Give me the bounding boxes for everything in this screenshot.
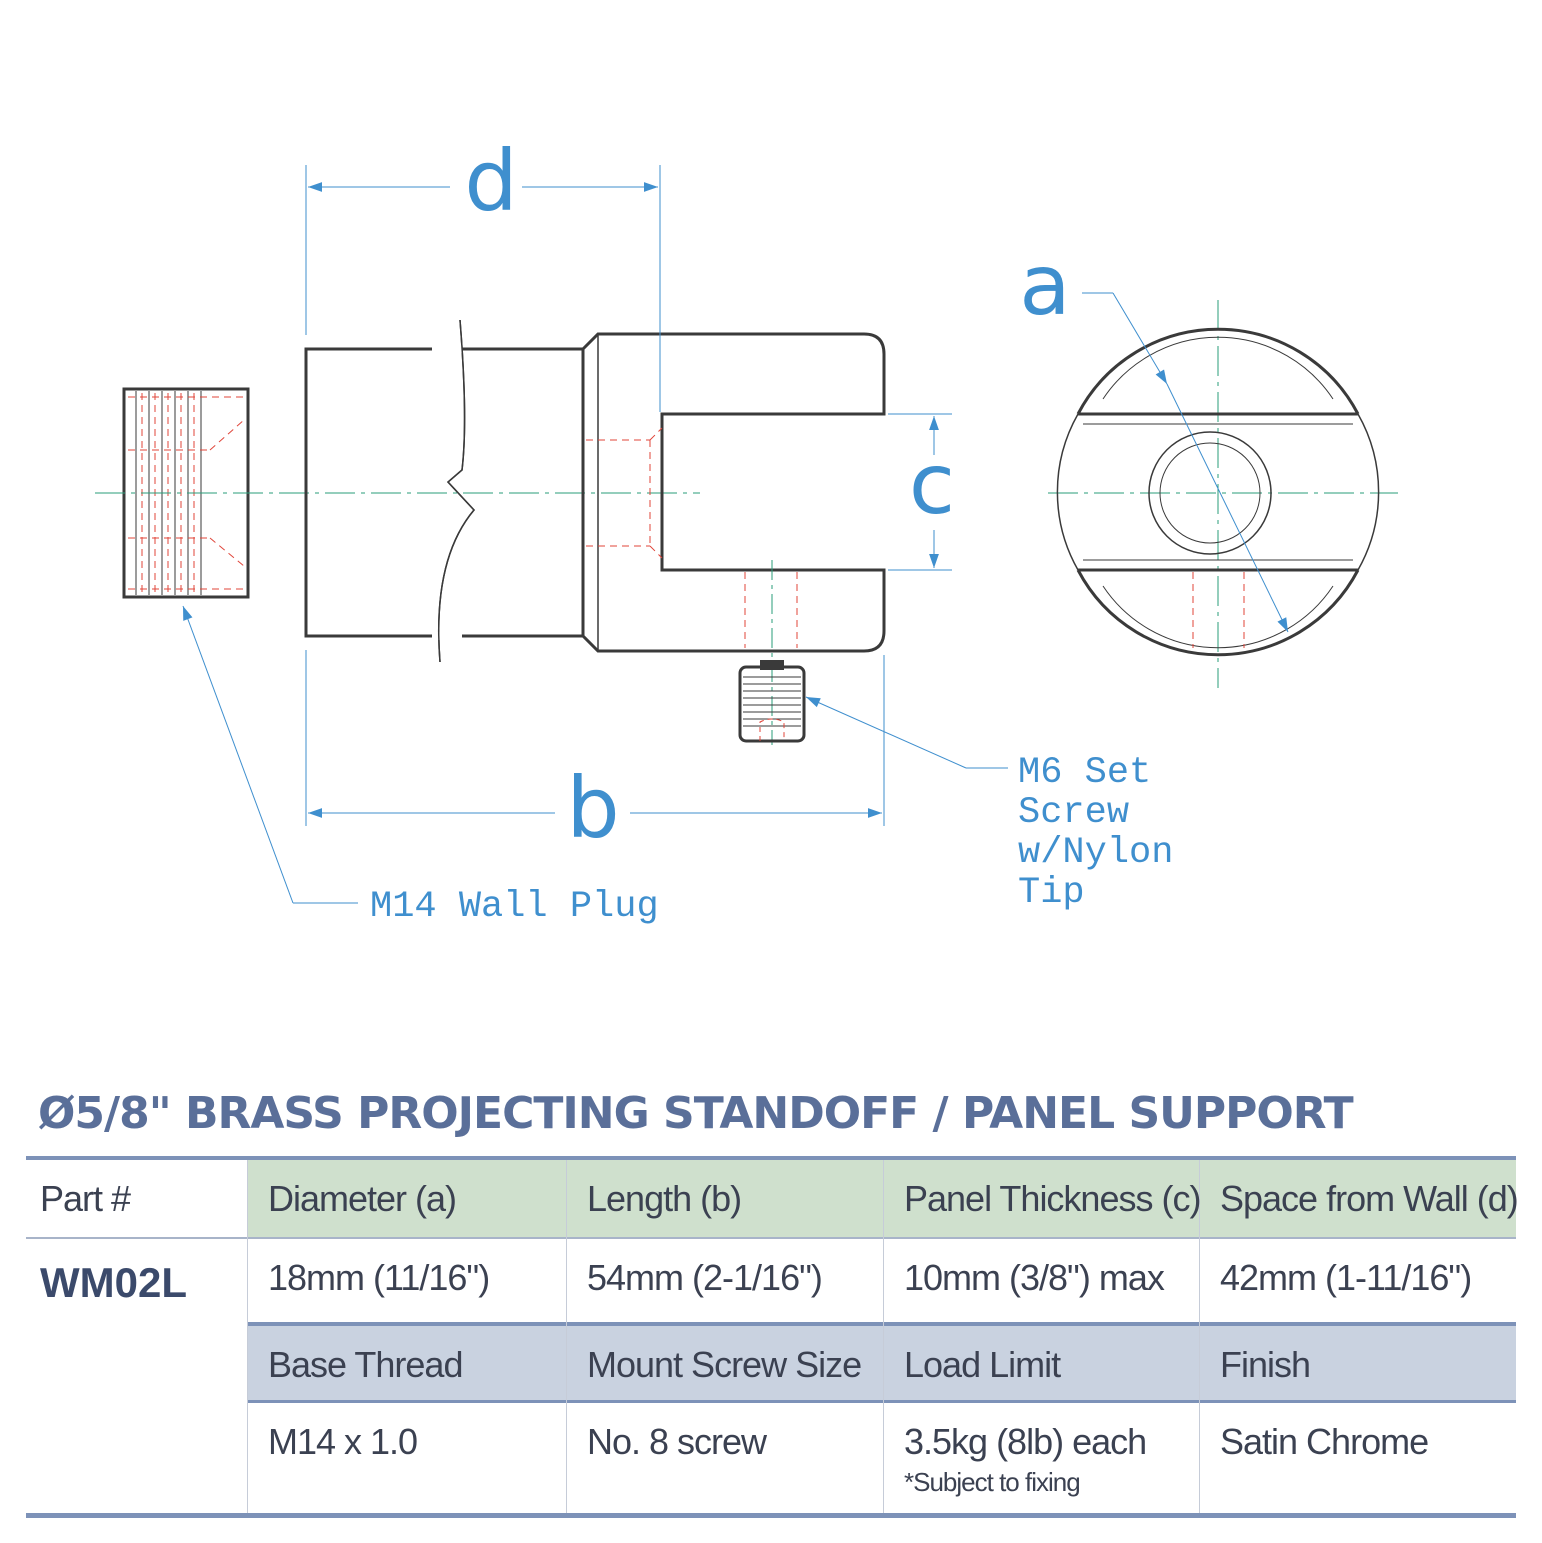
header-row-2-bg: [248, 1326, 1516, 1400]
header-diameter: Diameter (a): [268, 1178, 457, 1219]
header-panel-thickness: Panel Thickness (c): [904, 1178, 1201, 1219]
value-finish: Satin Chrome: [1220, 1421, 1429, 1462]
rule-row2-bottom: [248, 1400, 1516, 1403]
divider-1: [247, 1160, 248, 1513]
header-load-limit: Load Limit: [904, 1344, 1061, 1385]
header-base-thread: Base Thread: [268, 1344, 463, 1385]
set-screw: [738, 660, 806, 743]
header-finish: Finish: [1220, 1344, 1311, 1385]
wall-plug-label: M14 Wall Plug: [370, 886, 659, 928]
value-load-limit-cell: 3.5kg (8lb) each *Subject to fixing: [884, 1403, 1199, 1513]
value-load-limit: 3.5kg (8lb) each: [904, 1421, 1147, 1462]
dimension-d: d: [305, 132, 661, 412]
dim-label-a: a: [1019, 236, 1070, 334]
dimension-c: c: [888, 413, 955, 571]
value-mount-screw-size: No. 8 screw: [587, 1421, 767, 1462]
spec-table: Part # WM02L Diameter (a) Length (b) Pan…: [26, 1156, 1519, 1519]
dim-label-c: c: [909, 435, 955, 533]
set-screw-label-line-2: Screw: [1018, 792, 1129, 834]
header-mount-screw-size: Mount Screw Size: [587, 1344, 862, 1385]
callout-wall-plug: M14 Wall Plug: [182, 605, 659, 928]
value-panel-thickness: 10mm (3/8") max: [904, 1257, 1165, 1298]
header-length: Length (b): [587, 1178, 742, 1219]
divider-3: [883, 1160, 884, 1513]
value-diameter: 18mm (11/16"): [268, 1257, 490, 1298]
product-title: Ø5/8" BRASS PROJECTING STANDOFF / PANEL …: [38, 1088, 1354, 1139]
callout-set-screw: M6 Set Screw w/Nylon Tip: [805, 696, 1173, 914]
divider-2: [566, 1160, 567, 1513]
header-space-from-wall: Space from Wall (d): [1220, 1178, 1519, 1219]
rule-row1: [26, 1237, 1516, 1239]
header-row-1-bg: [248, 1159, 1516, 1237]
load-limit-note: *Subject to fixing: [904, 1467, 1081, 1497]
rule-row2-top: [248, 1322, 1516, 1326]
dimension-b: b: [305, 650, 885, 857]
set-screw-label-line-1: M6 Set: [1018, 752, 1151, 794]
set-screw-label-line-4: Tip: [1018, 872, 1085, 914]
dim-label-d: d: [464, 132, 517, 230]
rule-bottom: [26, 1513, 1516, 1518]
rule-top: [26, 1156, 1516, 1160]
divider-4: [1199, 1160, 1200, 1513]
hidden-lines-body: [586, 427, 798, 648]
value-space-from-wall: 42mm (1-11/16"): [1220, 1257, 1472, 1298]
end-view: a: [1019, 236, 1398, 688]
dim-label-b: b: [566, 759, 619, 857]
set-screw-label-line-3: w/Nylon: [1018, 832, 1173, 874]
standoff-body: [304, 332, 886, 653]
part-number: WM02L: [40, 1259, 187, 1306]
part-header: Part #: [40, 1178, 131, 1219]
technical-drawing: d b c M14 Wall Plug M6 Set Screw w/Nylon…: [95, 132, 1398, 928]
value-base-thread: M14 x 1.0: [268, 1421, 418, 1462]
value-length: 54mm (2-1/16"): [587, 1257, 823, 1298]
